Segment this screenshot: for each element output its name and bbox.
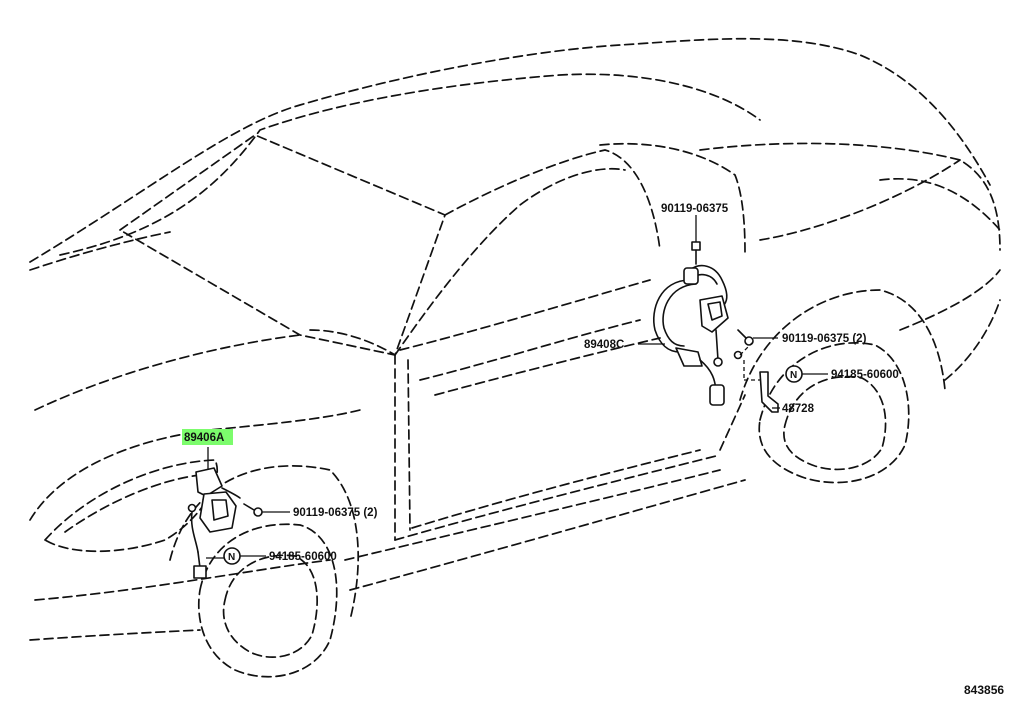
nut-symbol-front-text: N bbox=[228, 552, 235, 563]
callout-bolt-rear[interactable]: 90119-06375 (2) bbox=[782, 333, 867, 345]
nut-symbol-front-icon bbox=[223, 547, 241, 565]
car-body-outline bbox=[29, 37, 1001, 678]
callout-front-sensor[interactable]: 89406A bbox=[184, 432, 224, 444]
callout-rear-wire-sensor[interactable]: 89408C bbox=[584, 339, 624, 351]
leader-lines bbox=[206, 215, 828, 559]
nut-symbol-rear-text: N bbox=[790, 370, 797, 381]
callout-bolt-top[interactable]: 90119-06375 bbox=[661, 203, 729, 215]
callout-bolt-front[interactable]: 90119-06375 (2) bbox=[293, 507, 378, 519]
front-height-sensor-assembly bbox=[187, 467, 263, 579]
rear-height-sensor-assembly bbox=[653, 241, 779, 413]
illustration-reference-code: 843856 bbox=[964, 683, 1004, 697]
callouts: 90119-06375 89408C 90119-06375 (2) N 941… bbox=[182, 203, 899, 565]
callout-nut-front[interactable]: 94185-60600 bbox=[269, 551, 337, 563]
callout-nut-rear[interactable]: 94185-60600 bbox=[831, 369, 899, 381]
nut-symbol-rear-icon bbox=[785, 365, 803, 383]
callout-highlight bbox=[182, 429, 233, 445]
callout-bracket-rear[interactable]: 48728 bbox=[782, 403, 815, 415]
